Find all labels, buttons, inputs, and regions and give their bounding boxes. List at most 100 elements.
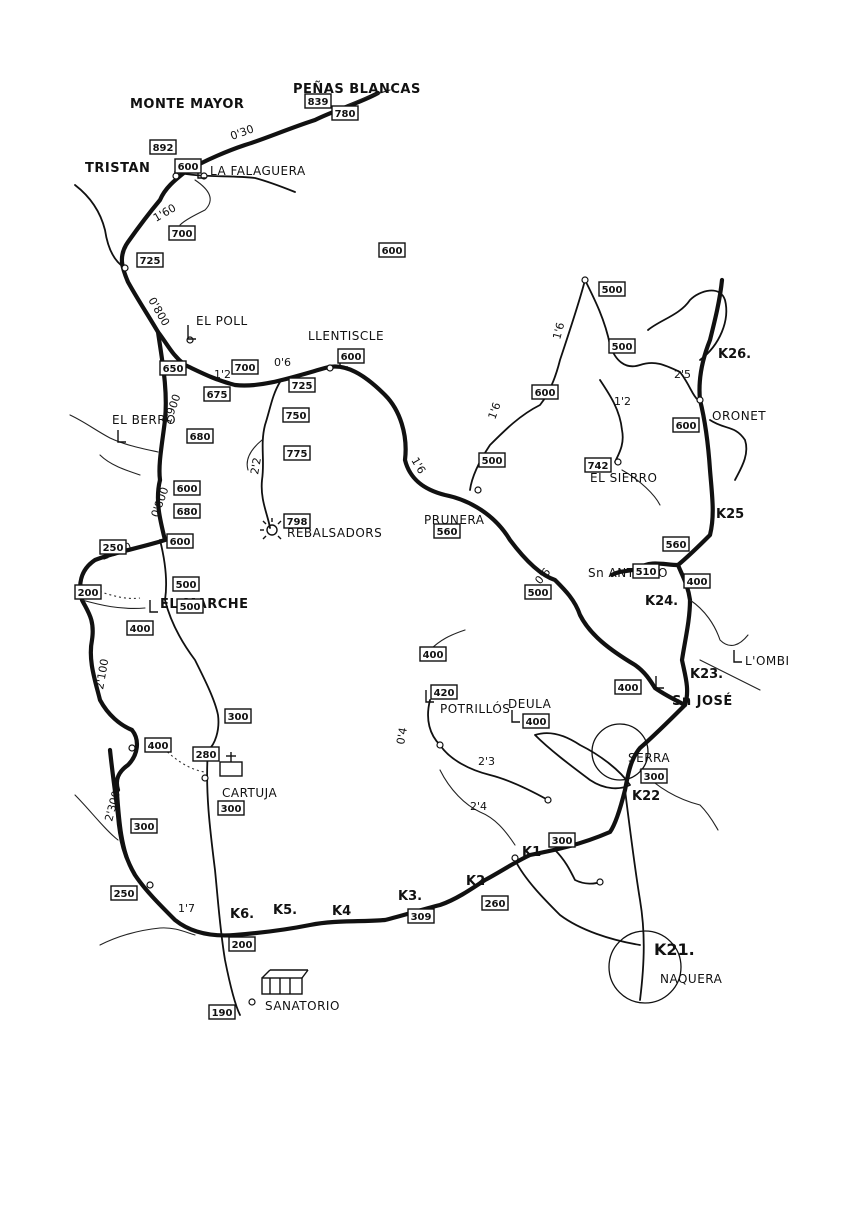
dist-16b: 1'6 [486,401,504,421]
altitude-value: 500 [528,588,549,599]
spring-icon-ombria [733,650,742,663]
path-southwest-edge [99,927,196,946]
altitude-value: 280 [196,750,217,761]
dist-16c: 1'6 [550,321,567,341]
km-k4: K4 [332,904,351,919]
altitude-falaguera: 600 [174,158,202,174]
altitude-value: 700 [172,229,193,240]
altitude-value: 400 [618,683,639,694]
dist-2100: 2'100 [93,658,111,691]
altitude-value: 400 [148,741,169,752]
altitude-value: 839 [308,97,329,108]
path-24 [439,769,516,846]
km-k2: K2 [466,874,485,889]
altitude-300b: 300 [217,800,245,816]
altitude-500d: 500 [598,281,626,297]
dist-12a: 1'2 [214,368,231,381]
altitude-box [173,503,201,519]
altitude-500c: 500 [524,584,552,600]
altitude-value: 725 [292,381,313,392]
sierro-branch [599,379,624,463]
km-k25: K25 [716,507,744,522]
altitude-value: 775 [287,449,308,460]
altitude-box [74,584,102,600]
altitude-box [632,563,660,579]
altitude-value: 600 [341,352,362,363]
label-el-sierro: EL SIERRO [590,471,657,485]
spring-icon-el-marche [149,600,158,613]
naquera-circle [608,930,682,1004]
altitude-box [522,713,550,729]
label-deula: DEULA [508,697,552,711]
altitude-400b: 400 [144,737,172,753]
altitude-value: 400 [687,577,708,588]
rebalsadors-sun-icon [260,518,282,540]
altitude-box [288,377,316,393]
altitude-box [331,105,359,121]
upper-west-route [155,329,168,483]
altitude-value: 300 [644,772,665,783]
altitude-value: 560 [437,527,458,538]
altitude-box [608,338,636,354]
km-k24: K24. [645,594,678,609]
altitude-value: 500 [176,580,197,591]
path-south-west [74,794,119,841]
altitude-penas: 839 [304,93,332,109]
node-prunera [474,486,482,494]
altitude-box [174,158,202,174]
altitude-value: 300 [134,822,155,833]
dist-25: 2'5 [674,368,691,381]
west-loop [78,477,168,793]
dist-030: 0'30 [229,122,256,142]
altitude-250: 250 [110,885,138,901]
altitude-value: 200 [232,940,253,951]
altitude-value: 400 [423,650,444,661]
altitude-box [208,1004,236,1020]
node-west-2 [146,881,154,889]
altitude-400a: 400 [126,620,154,636]
dist-12b: 1'2 [614,395,631,408]
km-k26: K26. [718,347,751,362]
node-cartuja [201,774,209,782]
altitude-sierro: 742 [584,457,612,473]
label-potrillos: POTRILLÓS [440,701,510,716]
node-sanatorio [248,998,256,1006]
spring-icon-deula [511,710,520,723]
altitude-box [228,936,256,952]
altitude-box [419,646,447,662]
altitude-box [283,513,311,529]
altitude-value: 300 [228,712,249,723]
altitude-200b: 200 [74,584,102,600]
altitude-value: 600 [382,246,403,257]
west-north-road [74,184,126,269]
altitude-box [166,533,194,549]
altitude-box [430,684,458,700]
altitude-500a: 500 [172,576,200,592]
node-k1 [511,854,519,862]
altitude-200: 200 [228,936,256,952]
el-marche-road [159,539,220,751]
falaguera-road [174,171,296,193]
label-el-poll: EL POLL [196,314,248,328]
altitude-box [672,417,700,433]
altitude-box [531,384,559,400]
altitude-deula: 400 [522,713,550,729]
altitude-penas2: 780 [331,105,359,121]
km-k22: K22 [632,789,660,804]
label-penas-blancas: PEÑAS BLANCAS [293,81,421,97]
main-route [107,90,688,938]
altitude-box [172,576,200,592]
altitude-675: 675 [203,386,231,402]
altitude-box [548,832,576,848]
altitude-value: 700 [235,363,256,374]
km-k23: K23. [690,667,723,682]
node-725 [121,264,129,272]
altitude-600c: 600 [531,384,559,400]
el-sierro-loop [584,279,699,401]
altitude-box [231,359,259,375]
altitude-box [283,445,311,461]
altitude-box [433,523,461,539]
altitude-500e: 500 [608,338,636,354]
rebalsadors-road [260,381,281,529]
dist-23: 2'3 [478,755,495,768]
